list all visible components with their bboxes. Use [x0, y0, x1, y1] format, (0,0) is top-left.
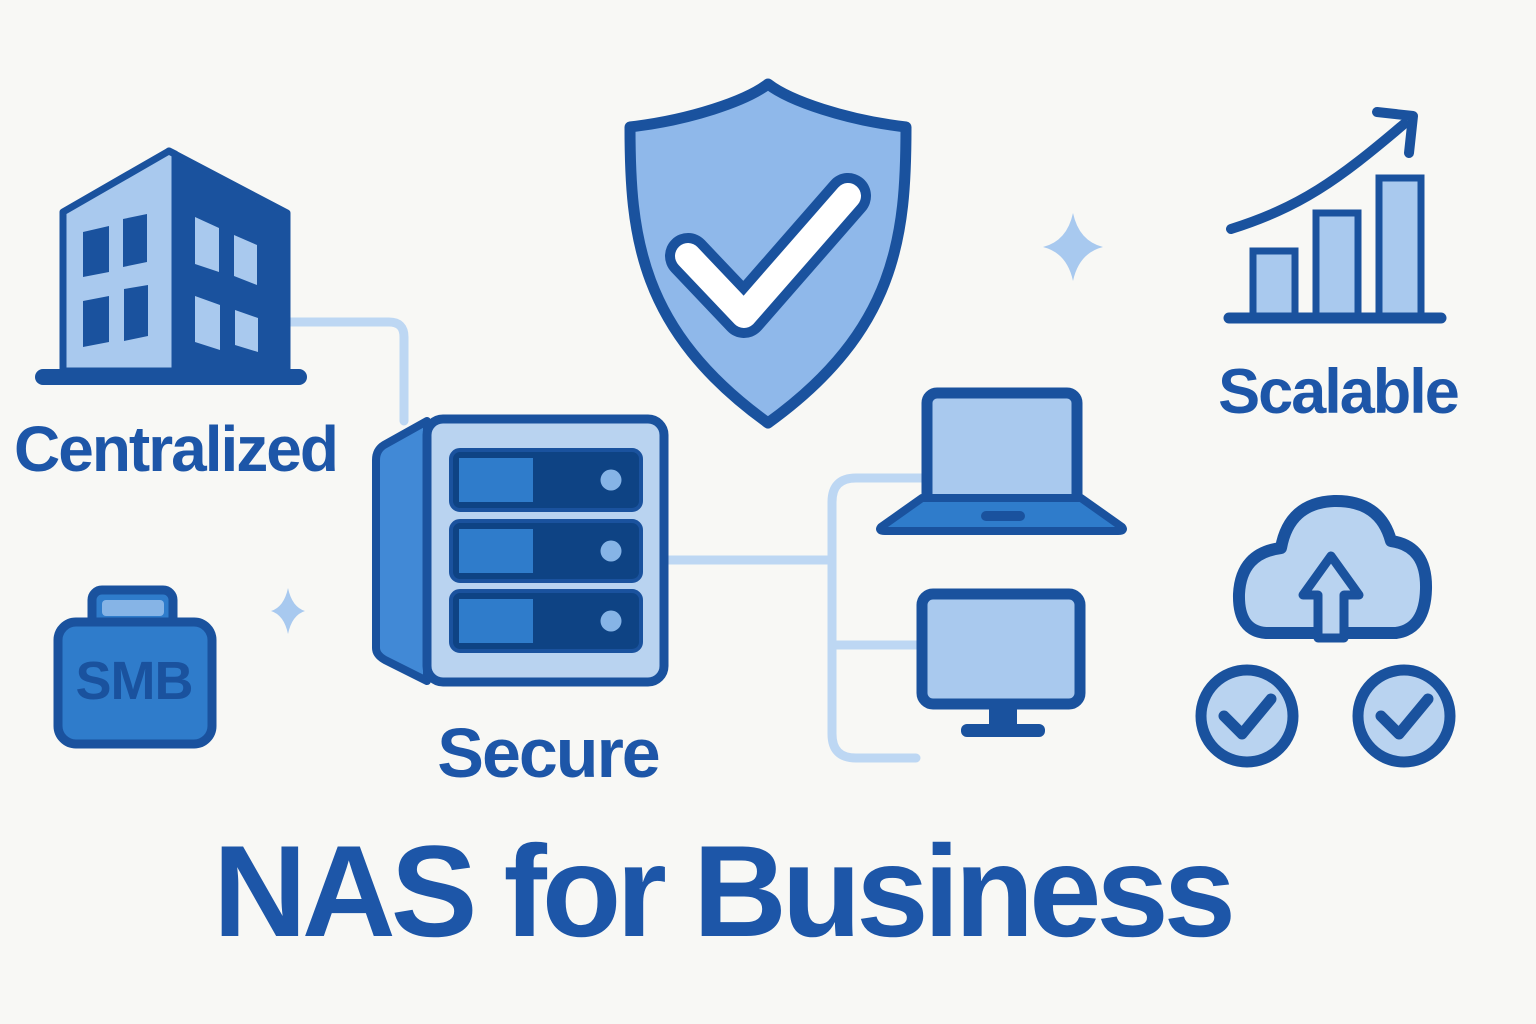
monitor-icon — [916, 588, 1086, 737]
chart-bar — [1375, 174, 1425, 322]
laptop-icon — [876, 387, 1127, 535]
drive-bay — [449, 519, 643, 583]
upload-arrow — [1298, 551, 1364, 643]
growth-arrow — [1226, 119, 1409, 234]
feature-label-scalable: Scalable — [1218, 357, 1460, 427]
building-base — [35, 369, 307, 385]
building-window — [195, 217, 219, 272]
feature-label-centralized: Centralized — [14, 413, 339, 485]
building-window — [235, 310, 258, 352]
building-window — [83, 226, 109, 277]
cloud-upload-icon — [1232, 494, 1433, 643]
checkmark — [1375, 693, 1434, 740]
page-title: NAS for Business — [212, 818, 1236, 964]
chart-bar — [1249, 247, 1299, 322]
building-window — [195, 296, 220, 350]
drive-bay — [449, 589, 643, 653]
drive-bay — [449, 448, 643, 512]
shield-check-icon — [624, 78, 912, 429]
nas-server-icon — [372, 414, 669, 687]
sparkle-icon — [1043, 213, 1103, 281]
growth-chart-icon — [1223, 107, 1447, 324]
connector-devices-trunk — [827, 473, 927, 763]
monitor-stand — [989, 702, 1017, 726]
checkmark — [1218, 693, 1277, 740]
building-window — [123, 214, 147, 267]
chart-bar — [1312, 209, 1362, 322]
feature-label-smb: SMB — [75, 651, 194, 711]
monitor-base — [961, 724, 1045, 737]
building-icon — [35, 147, 307, 385]
laptop-touchpad — [981, 511, 1025, 521]
building-window — [83, 296, 109, 347]
check-circle-icon — [1352, 664, 1456, 768]
briefcase-icon — [53, 585, 217, 749]
sparkle-icon — [271, 588, 305, 634]
connector-building-server — [282, 317, 409, 426]
growth-arrowhead — [1372, 107, 1418, 158]
building-window — [234, 235, 257, 285]
building-window — [124, 285, 148, 341]
feature-label-secure: Secure — [437, 714, 660, 792]
check-circle-icon — [1195, 664, 1299, 768]
